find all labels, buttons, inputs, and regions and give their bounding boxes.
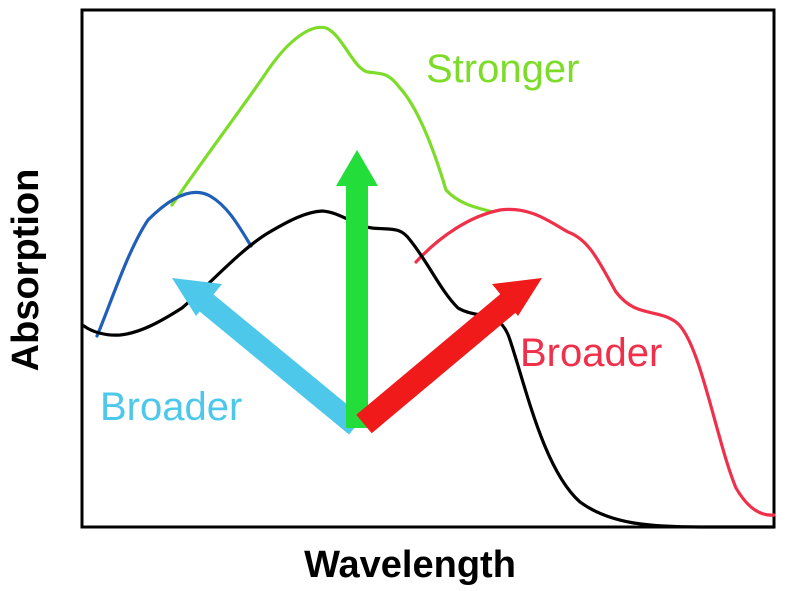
broader-right-curve [414, 207, 776, 517]
broader-right-arrow [356, 278, 542, 434]
broader-left-arrow [172, 278, 363, 435]
stronger-arrow [336, 150, 378, 428]
broader-left-label: Broader [100, 385, 242, 429]
y-axis-title: Absorption [5, 169, 47, 372]
stronger-curve [170, 25, 495, 214]
plot-frame [80, 8, 776, 529]
x-axis-title: Wavelength [304, 544, 516, 586]
blue-curve [95, 190, 253, 338]
stronger-label: Stronger [426, 47, 579, 91]
original-absorption-curve [82, 209, 776, 529]
broader-right-label: Broader [520, 331, 662, 375]
